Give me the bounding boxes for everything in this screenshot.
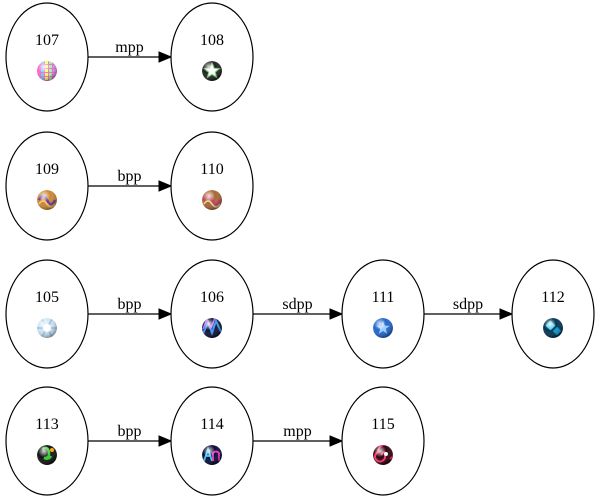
arrowhead-icon [158, 180, 173, 192]
node-label: 110 [200, 161, 223, 178]
edge-label: bpp [118, 296, 142, 313]
edge-label: bpp [118, 423, 142, 440]
green-glyph-orb-icon [37, 445, 57, 465]
neon-letters-orb-icon [202, 445, 222, 465]
node-ellipse [511, 259, 595, 369]
edge-106-111: sdpp [253, 296, 344, 320]
node-label: 112 [541, 289, 564, 306]
marble-swirl-orb-icon [202, 190, 222, 210]
edge-107-108: mpp [88, 39, 173, 63]
edge-label: bpp [118, 168, 142, 185]
node-label: 106 [200, 289, 224, 306]
node-114[interactable]: 114 [170, 386, 254, 496]
edge-111-112: sdpp [424, 296, 514, 320]
arrowhead-icon [329, 308, 344, 320]
node-110[interactable]: 110 [170, 131, 254, 241]
arrowhead-icon [158, 308, 173, 320]
edge-113-114: bpp [88, 423, 173, 447]
zigzag-orb-icon [202, 318, 222, 338]
node-ellipse [341, 386, 425, 496]
edge-label: mpp [115, 39, 143, 56]
node-ellipse [5, 2, 89, 112]
node-107[interactable]: 107 [5, 2, 89, 112]
node-label: 114 [200, 416, 223, 433]
edges-layer: mpp bpp bpp sdpp sdpp bpp mpp [88, 39, 514, 447]
node-label: 108 [200, 32, 224, 49]
node-115[interactable]: 115 [341, 386, 425, 496]
node-111[interactable]: 111 [341, 259, 425, 369]
node-ellipse [170, 2, 254, 112]
edge-105-106: bpp [88, 296, 173, 320]
pale-crystal-orb-icon [37, 318, 57, 338]
node-108[interactable]: 108 [170, 2, 254, 112]
edge-label: sdpp [282, 296, 312, 313]
node-ellipse [5, 131, 89, 241]
node-ellipse [170, 259, 254, 369]
node-105[interactable]: 105 [5, 259, 89, 369]
node-label: 113 [35, 416, 58, 433]
rainbow-grid-orb-icon [37, 61, 57, 81]
blue-star-orb-icon [373, 318, 393, 338]
node-ellipse [5, 259, 89, 369]
nodes-layer: 107 108 109 110 105 106 111 112 113 114 115 [5, 2, 595, 496]
node-112[interactable]: 112 [511, 259, 595, 369]
node-label: 109 [35, 161, 59, 178]
red-spiral-orb-icon [373, 445, 393, 465]
node-label: 107 [35, 32, 59, 49]
arrowhead-icon [499, 308, 514, 320]
node-ellipse [5, 386, 89, 496]
arrowhead-icon [329, 435, 344, 447]
node-label: 115 [371, 416, 394, 433]
arrowhead-icon [158, 435, 173, 447]
edge-114-115: mpp [253, 423, 344, 447]
node-109[interactable]: 109 [5, 131, 89, 241]
edge-label: mpp [283, 423, 311, 440]
node-ellipse [170, 386, 254, 496]
arrowhead-icon [158, 51, 173, 63]
node-label: 105 [35, 289, 59, 306]
node-ellipse [170, 131, 254, 241]
golden-swirl-orb-icon [37, 190, 57, 210]
node-106[interactable]: 106 [170, 259, 254, 369]
edge-109-110: bpp [88, 168, 173, 192]
cyan-tile-orb-icon [543, 318, 563, 338]
node-113[interactable]: 113 [5, 386, 89, 496]
node-ellipse [341, 259, 425, 369]
starburst-orb-icon [202, 61, 222, 81]
edge-label: sdpp [453, 296, 483, 313]
node-label: 111 [372, 289, 395, 306]
